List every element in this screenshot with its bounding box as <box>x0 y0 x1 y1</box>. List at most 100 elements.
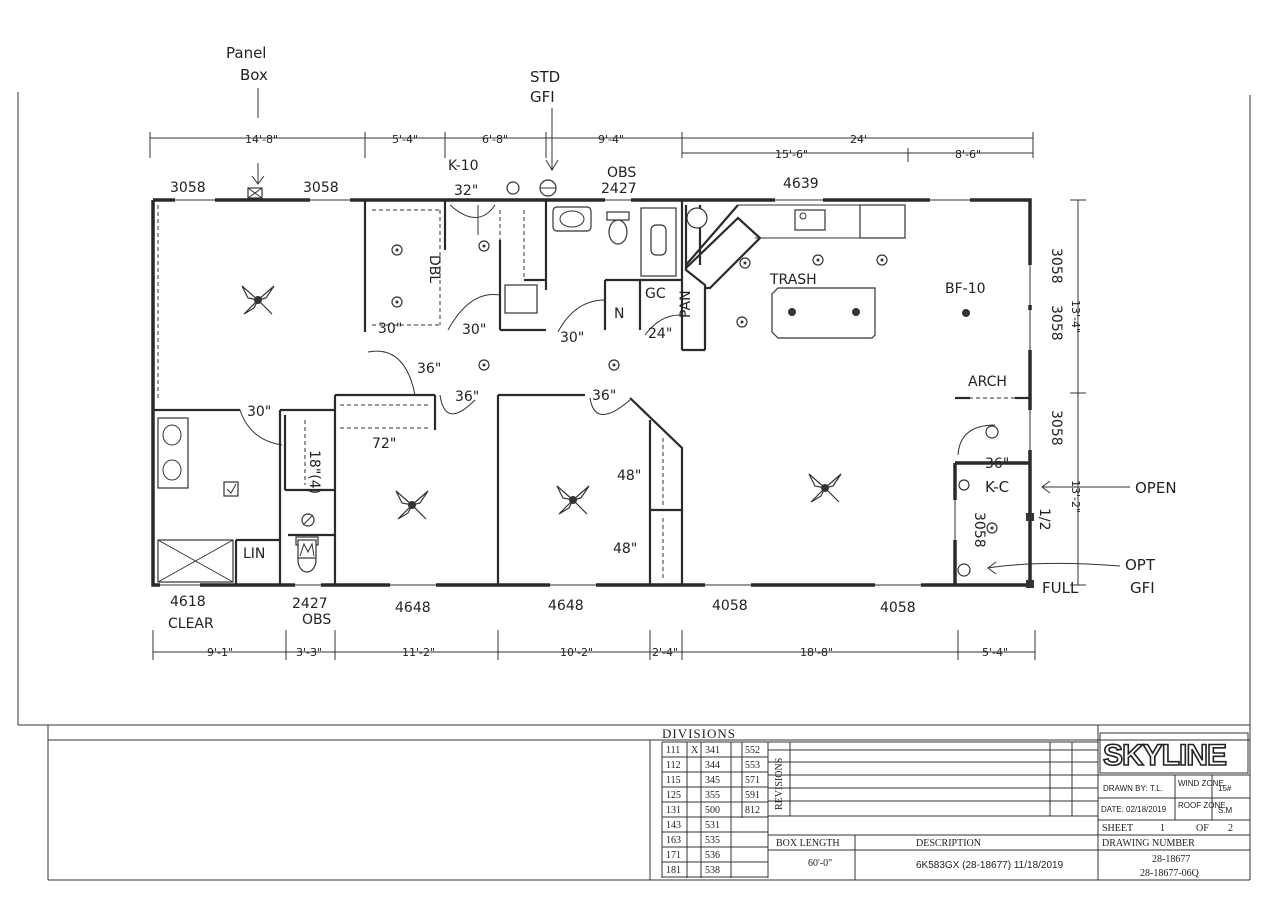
window-label-bottom-4: 4058 <box>712 598 748 614</box>
divisions-cell: 344 <box>705 760 720 771</box>
ceiling-fans <box>241 285 842 520</box>
dim-top-2: 6'-8" <box>482 133 508 146</box>
dim-bottom-6: 5'-4" <box>982 646 1008 659</box>
window-label-top-2a: OBS <box>607 165 636 181</box>
drawing-number-value: 28-18677 <box>1152 854 1190 865</box>
window-label-top-1: 3058 <box>303 180 339 196</box>
date-value: 02/18/2019 <box>1126 805 1167 814</box>
label-gc: GC <box>645 286 666 302</box>
interior-walls <box>153 200 1034 588</box>
door-label-8: 30" <box>247 404 271 420</box>
dim-bottom-5: 18'-8" <box>800 646 833 659</box>
label-k10: K-10 <box>448 158 479 174</box>
door-label-7: 36" <box>592 388 616 404</box>
label-72: 72" <box>372 436 396 452</box>
label-arch: ARCH <box>968 374 1007 390</box>
window-label-bottom-3: 4648 <box>548 598 584 614</box>
divisions-cell: 535 <box>705 835 720 846</box>
roof-zone-label: ROOF ZONE <box>1178 801 1226 810</box>
label-n2: N <box>614 306 624 322</box>
wind-zone-value: 15# <box>1218 784 1232 793</box>
window-label-top-2b: 2427 <box>601 181 637 197</box>
window-label-bottom-1a: 2427 <box>292 596 328 612</box>
window-label-bottom-5: 4058 <box>880 600 916 616</box>
door-label-4: 24" <box>648 326 672 342</box>
drawn-by-label: DRAWN BY: <box>1103 784 1148 793</box>
window-label-top-3: 4639 <box>783 176 819 192</box>
box-length-label: BOX LENGTH <box>776 838 840 849</box>
drawing-number-value-2: 28-18677-06Q <box>1140 868 1200 879</box>
dim-bottom-0: 9'-1" <box>207 646 233 659</box>
divisions-cell: 531 <box>705 820 720 831</box>
label-lin: LIN <box>243 546 265 562</box>
divisions-cell: 115 <box>666 775 681 786</box>
dim-top-sub-0: 15'-6" <box>775 148 808 161</box>
divisions-cell: 143 <box>666 820 681 831</box>
panel-box-label-line1: Panel <box>226 44 266 62</box>
window-label-right-0: 3058 <box>1048 248 1064 284</box>
wind-zone-label: WIND ZONE <box>1178 779 1224 788</box>
sheet-value: 1 <box>1160 823 1165 834</box>
box-length-value: 60'-0" <box>808 858 832 869</box>
divisions-cell: 538 <box>705 865 720 876</box>
drawn-by-value: T.L. <box>1150 784 1163 793</box>
of-value: 2 <box>1228 823 1233 834</box>
description-value: 6K583GX (28-18677) 11/18/2019 <box>916 860 1064 871</box>
divisions-cell: 591 <box>745 790 760 801</box>
dim-top-4: 24' <box>850 133 867 146</box>
window-labels: 3058 3058 OBS 2427 4639 4618 CLEAR 2427 … <box>168 165 1064 632</box>
dim-bottom-2: 11'-2" <box>402 646 435 659</box>
divisions-cell: X <box>691 745 699 756</box>
door-label-2: 30" <box>462 322 486 338</box>
door-label-5: 36" <box>417 361 441 377</box>
window-label-top-0: 3058 <box>170 180 206 196</box>
divisions-cell: 355 <box>705 790 720 801</box>
top-dimensions: 14'-8" 5'-4" 6'-8" 9'-4" 24' 15'-6" 8'-6… <box>149 132 1034 162</box>
date-label: DATE: <box>1101 805 1124 814</box>
divisions-title: DIVISIONS <box>662 726 736 741</box>
divisions-cell: 171 <box>666 850 681 861</box>
divisions-cell: 341 <box>705 745 720 756</box>
drawing-number-label: DRAWING NUMBER <box>1102 838 1195 849</box>
divisions-cell: 125 <box>666 790 681 801</box>
window-label-bottom-2: 4648 <box>395 600 431 616</box>
divisions-cell: 500 <box>705 805 720 816</box>
window-label-bottom-0b: CLEAR <box>168 616 214 632</box>
window-label-bottom-0a: 4618 <box>170 594 206 610</box>
of-label: OF <box>1196 823 1209 834</box>
divisions-cell: 181 <box>666 865 681 876</box>
open-annotation: OPEN <box>1041 479 1177 497</box>
door-label-3: 30" <box>560 330 584 346</box>
divisions-cell: 112 <box>666 760 681 771</box>
dim-top-0: 14'-8" <box>245 133 278 146</box>
label-half: 1/2 <box>1036 508 1052 531</box>
open-label: OPEN <box>1135 479 1177 497</box>
light-fixtures <box>301 181 999 577</box>
std-gfi-label-line1: STD <box>530 68 560 86</box>
dim-right-1: 13'-2" <box>1069 480 1082 513</box>
divisions-cell: 552 <box>745 745 760 756</box>
divisions-cell: 111 <box>666 745 680 756</box>
window-label-bottom-1b: OBS <box>302 612 331 628</box>
right-dimensions: 13'-4" 13'-2" <box>1069 199 1086 586</box>
door-labels: 32" 30" 30" 30" 24" 36" 36" 36" 30" 36" <box>247 183 1009 472</box>
window-label-right-1: 3058 <box>1048 305 1064 341</box>
opt-gfi-label-line1: OPT <box>1125 556 1156 574</box>
divisions-cell: 812 <box>745 805 760 816</box>
bathroom-fixtures <box>295 206 708 573</box>
door-label-1: 30" <box>378 321 402 337</box>
dim-bottom-4: 2'-4" <box>652 646 678 659</box>
dim-top-1: 5'-4" <box>392 133 418 146</box>
panel-box-label-line2: Box <box>240 66 268 84</box>
label-bf10: BF-10 <box>945 281 986 297</box>
divisions-cell: 345 <box>705 775 720 786</box>
door-label-9: 36" <box>985 456 1009 472</box>
label-kc: K-C <box>985 478 1009 496</box>
opt-gfi-annotation: OPT GFI FULL <box>987 556 1156 597</box>
divisions-cell: 131 <box>666 805 681 816</box>
std-gfi-label-line2: GFI <box>530 88 555 106</box>
